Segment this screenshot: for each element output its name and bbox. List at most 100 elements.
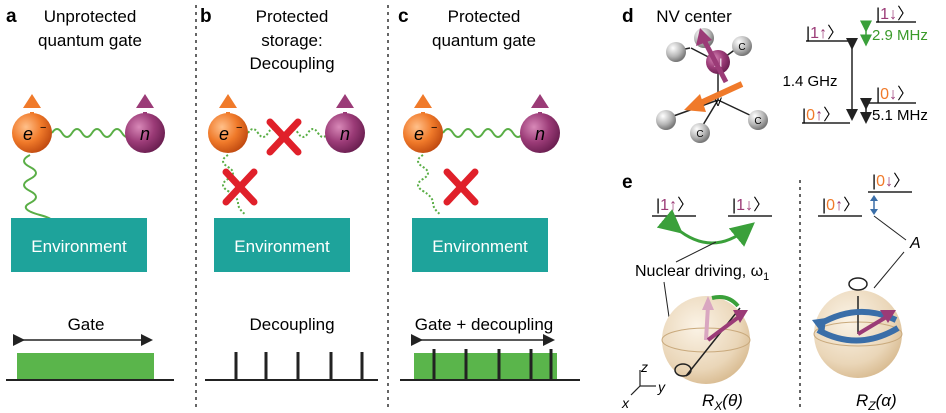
gate-decoupling-label: Gate + decoupling [415,315,553,334]
panel-c-title-line1: Protected [448,7,521,26]
coupling-A-label: A [909,235,921,252]
panel-c: c Protected quantum gate e − n Environme… [398,6,580,381]
panel-a-letter: a [6,6,17,27]
panel-e-letter: e [622,172,633,193]
carbon-label: C [754,116,761,127]
nuclear-driving-label: Nuclear driving, ω1 [635,263,769,283]
precession-path-front [816,325,900,344]
initial-spin-arrowhead [702,296,714,310]
decoupling-pulses [234,352,364,380]
nucleus-label: n [535,124,545,144]
rotation-x-label: RX(θ) [702,391,743,413]
panel-d-letter: d [622,6,634,27]
nucleus-sphere [520,113,560,153]
decoupling-pulses [432,349,553,380]
rotation-axis [685,307,741,377]
rotated-spin-vector [706,314,742,342]
gap-top-label: 2.9 MHz [872,27,928,44]
electron-sup: − [40,122,46,134]
electron-spin-arrowhead [414,94,432,108]
vacancy-label: V [714,95,722,109]
level-1-up: |1↑〉 [656,197,693,214]
electron-label: e [414,124,424,144]
rotation-indicator-x [674,363,692,377]
level-0-up: |0↑〉 [822,197,859,214]
panel-a-title-line1: Unprotected [44,7,137,26]
nucleus-label: n [340,124,350,144]
electron-spin-arrowhead [219,94,237,108]
electron-label: e [23,124,33,144]
electron-sup: − [431,122,437,134]
coupling-leader [873,215,907,241]
axis-x-label: x [621,395,630,411]
gate-label: Gate [68,315,105,334]
environment-label: Environment [31,237,127,256]
nucleus-spin-arrowhead [136,94,154,108]
precession-arrowhead [812,318,826,336]
rotation-indicator-z [848,277,868,291]
axis-x-line [630,385,641,396]
environment-label: Environment [432,237,528,256]
coupling-spring [442,128,531,138]
cross-coupling [266,118,302,156]
energy-levels-right [818,191,912,217]
nucleus-sphere [325,113,365,153]
electron-spin-arrowhead [23,94,41,108]
spin-vector-z-arrowhead [880,310,896,323]
panel-b-letter: b [200,6,212,27]
level-0-down: |0↓〉 [872,173,909,190]
environment-box [214,218,350,272]
carbon-label: C [696,129,703,140]
panel-e: e |1↑〉 |1↓〉 |0↑〉 |0↓〉 A Nuclear driving,… [621,172,921,413]
environment-label: Environment [234,237,330,256]
electron-sphere [12,113,52,153]
level-1-down: |1↓〉 [876,6,913,23]
electron-sphere [403,113,443,153]
carbon-atoms [656,28,768,143]
spin-vector-z [856,314,890,336]
rotated-spin-arrowhead [733,310,748,323]
nucleus-spin-arrowhead [531,94,549,108]
environment-spring [23,154,55,228]
electron-spin-arrowhead [684,94,706,112]
carbon-label: C [738,42,745,53]
panel-c-title-line2: quantum gate [432,31,536,50]
electron-sup: − [236,122,242,134]
coupling-spring [51,128,133,138]
cross-environment [443,168,479,206]
panel-a-title-line2: quantum gate [38,31,142,50]
environment-spring-dotted [417,154,442,216]
panel-b: b Protected storage: Decoupling e − n En… [200,6,378,381]
nv-center-title: NV center [656,7,732,26]
environment-spring-dotted [222,154,247,216]
coupling-leader-2 [873,251,905,289]
nucleus-spin-arrowhead [336,94,354,108]
level-1-down: |1↓〉 [732,197,769,214]
nucleus-label: n [140,124,150,144]
initial-spin-vector [704,305,710,341]
gate-bar [17,353,154,380]
rotation-z-label: RZ(α) [856,391,897,413]
nucleus-sphere [125,113,165,153]
decoupling-label: Decoupling [249,315,334,334]
hyperfine-arrowheads [870,195,878,215]
electron-sphere [208,113,248,153]
gap-bottom-label: 5.1 MHz [872,107,928,124]
gap-large-label: 1.4 GHz [782,73,837,90]
environment-box [11,218,147,272]
rotation-path [711,295,740,308]
panel-b-title-line3: Decoupling [249,54,334,73]
electron-label: e [219,124,229,144]
nuclear-driving-arrow [656,209,755,247]
gate-bar [414,353,557,380]
level-1-up: |1↑〉 [806,25,843,42]
energy-levels [802,21,916,124]
axis-y-label: y [657,379,666,395]
axis-z-label: z [640,359,648,375]
level-0-up: |0↑〉 [802,107,839,124]
panel-a: a Unprotected quantum gate e − n Environ… [6,6,174,381]
cross-environment [222,168,258,206]
level-0-down: |0↓〉 [876,86,913,103]
panel-b-title-line2: storage: [261,31,322,50]
